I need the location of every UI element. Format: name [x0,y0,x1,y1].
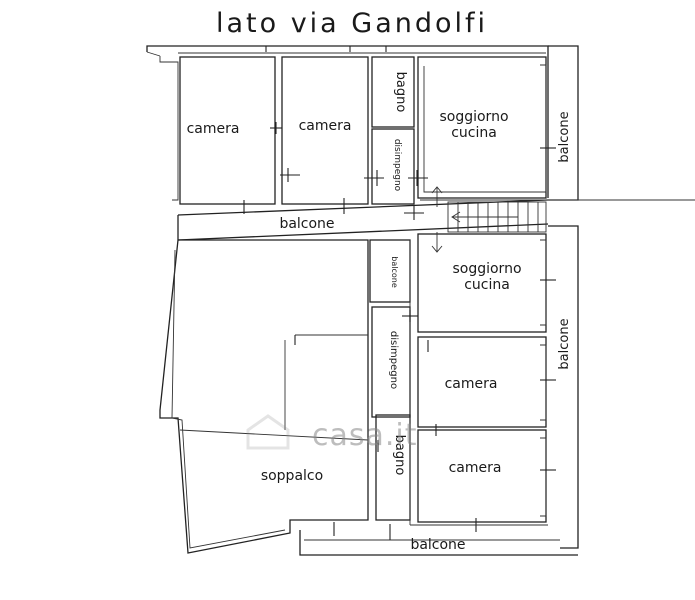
watermark-text: casa.it [312,418,418,453]
room-disimpegno-mid: disimpegno [388,331,399,389]
walls [146,45,695,556]
room-soppalco: soppalco [261,468,323,484]
room-bagno-mid: balcone [390,256,399,288]
room-soggiorno-mid-line1: soggiorno [452,261,521,277]
room-disimpegno-top: disimpegno [392,139,402,192]
room-camera-2: camera [299,118,352,134]
room-camera-4: camera [449,460,502,476]
room-camera-3: camera [445,376,498,392]
plan-title: lato via Gandolfi [216,8,488,39]
room-camera-1: camera [187,121,240,137]
opening-marks [243,46,556,540]
room-soggiorno-mid-line2: cucina [464,277,510,293]
room-balcone-middle: balcone [279,216,334,232]
room-soggiorno-top-line1: soggiorno [439,109,508,125]
room-bagno-top: bagno [393,72,408,113]
room-balcone-right-top: balcone [557,111,572,162]
room-balcone-bottom: balcone [410,537,465,553]
direction-arrows [431,186,443,253]
room-soggiorno-top-line2: cucina [451,125,497,141]
room-bagno-low: bagno [392,435,407,476]
room-balcone-right-mid: balcone [557,318,572,369]
